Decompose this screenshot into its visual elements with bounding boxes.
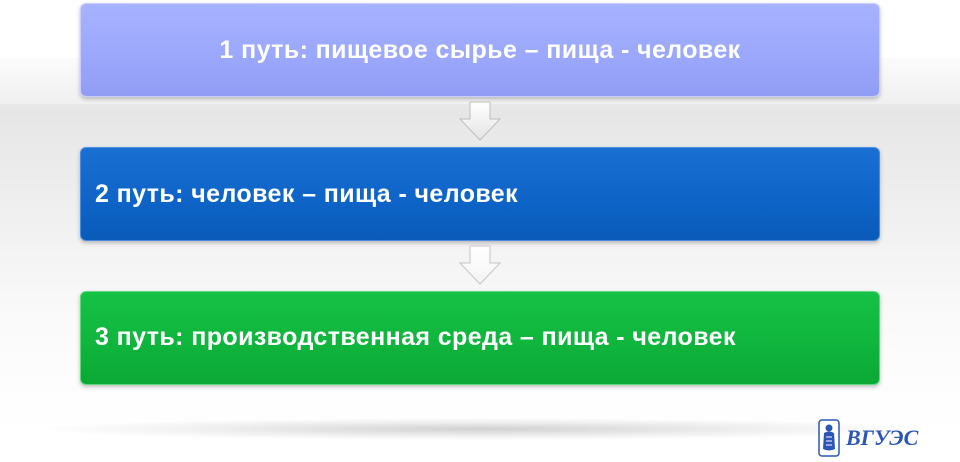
- step-2-box: 2 путь: человек – пища - человек: [80, 147, 880, 241]
- svg-text:ВГУЭС: ВГУЭС: [846, 425, 919, 450]
- step-1-box: 1 путь: пищевое сырье – пища - человек: [80, 3, 880, 97]
- down-arrow-icon: [459, 245, 501, 285]
- step-3-box: 3 путь: производственная среда – пища - …: [80, 291, 880, 385]
- logo-wordmark: ВГУЭС: [846, 425, 919, 450]
- step-2-label: 2 путь: человек – пища - человек: [95, 179, 519, 208]
- university-logo: ВГУЭС: [818, 418, 930, 458]
- emblem-icon: [818, 419, 840, 457]
- step-1-label: 1 путь: пищевое сырье – пища - человек: [219, 35, 741, 64]
- background-shadow: [40, 418, 920, 440]
- step-3-label: 3 путь: производственная среда – пища - …: [95, 323, 736, 352]
- down-arrow-icon: [459, 101, 501, 141]
